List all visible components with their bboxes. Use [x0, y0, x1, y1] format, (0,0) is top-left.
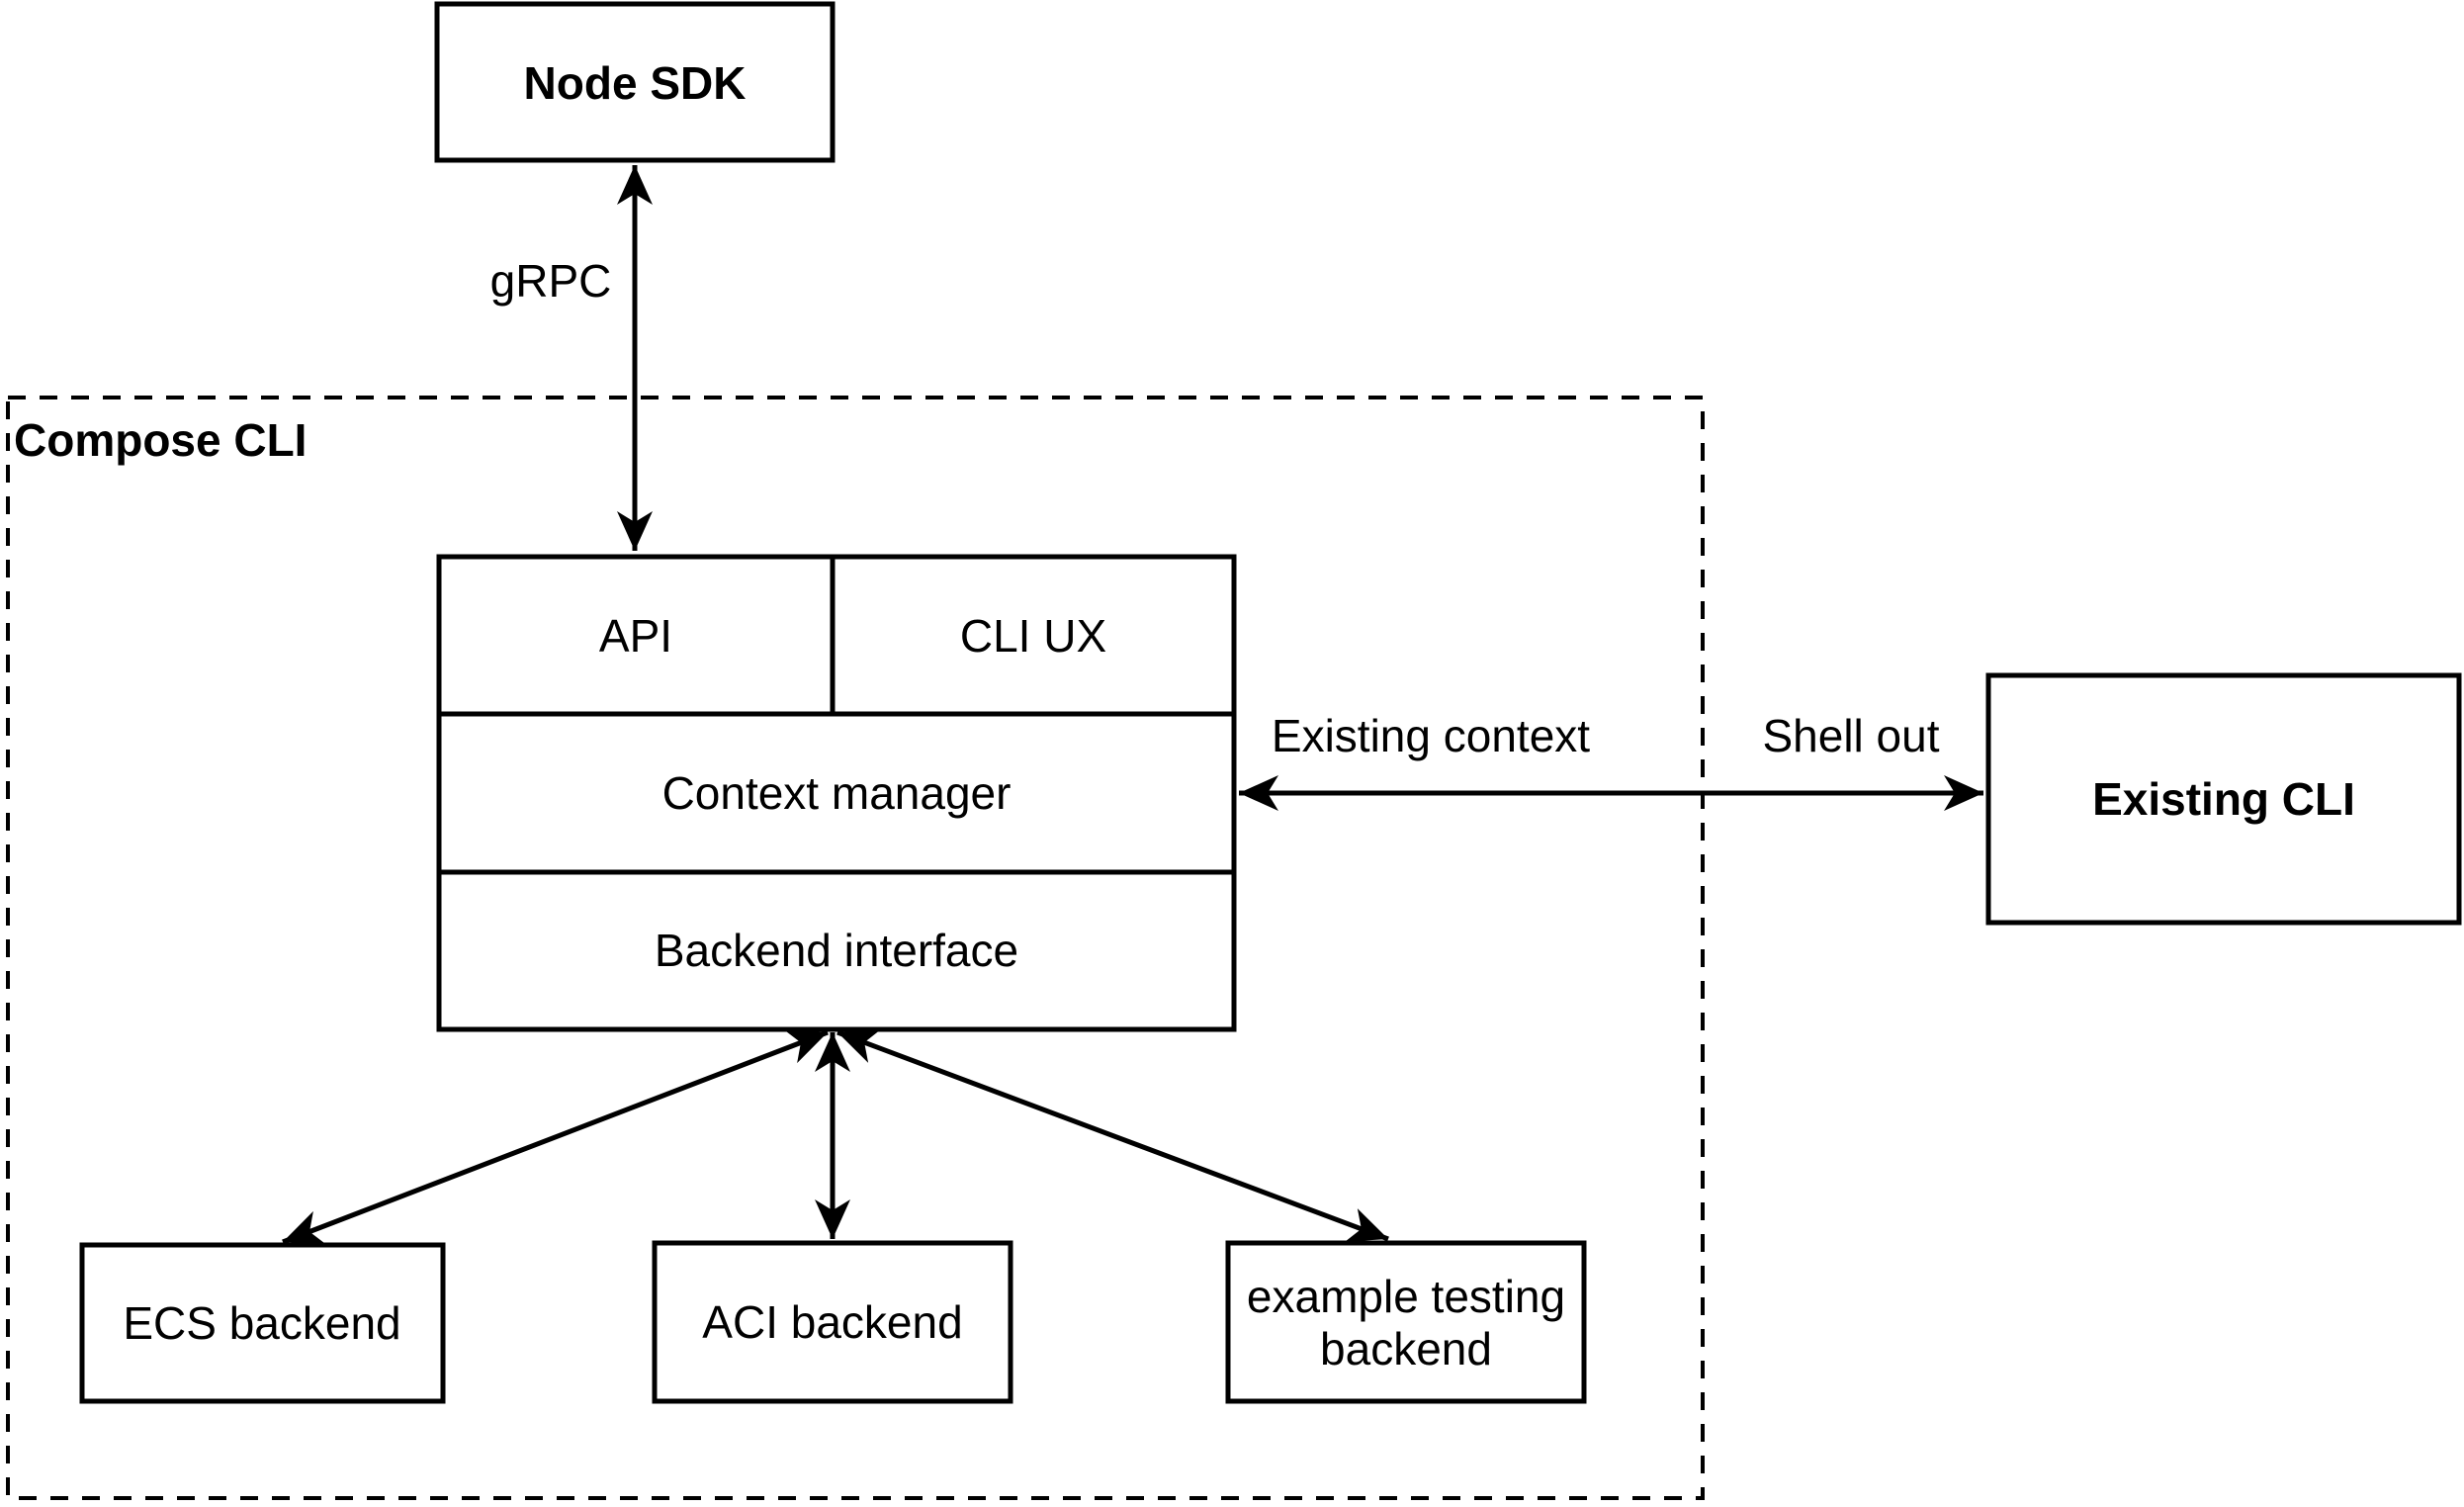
compose-cli-container: [6, 396, 1705, 1500]
aci-backend-label: ACI backend: [702, 1296, 962, 1348]
main-box: [436, 554, 1237, 1032]
existing-cli-box: [1985, 672, 2462, 926]
backend-to-ecs-edge: [282, 1029, 829, 1245]
ecs-backend-box: [79, 1242, 446, 1404]
ecs-backend-label: ECS backend: [123, 1297, 400, 1349]
node-sdk-label: Node SDK: [524, 57, 747, 109]
backend-interface-cell-label: Backend interface: [655, 925, 1018, 976]
api-cell-label: API: [599, 610, 672, 662]
compose-cli-label: Compose CLI: [14, 414, 307, 466]
existing-context-edge-label: Existing context: [1272, 710, 1590, 761]
backend-to-example-edge: [836, 1029, 1389, 1242]
example-testing-backend-label-line2: backend: [1320, 1323, 1492, 1374]
context-manager-cell-label: Context manager: [662, 767, 1012, 819]
grpc-edge-label: gRPC: [490, 255, 612, 307]
cli-ux-cell-label: CLI UX: [960, 610, 1106, 662]
shell-out-edge-label: Shell out: [1762, 710, 1939, 761]
aci-backend-box: [652, 1240, 1013, 1404]
example-testing-backend-label-line1: example testing: [1247, 1271, 1565, 1322]
existing-cli-label: Existing CLI: [2092, 773, 2355, 825]
example-testing-backend-box: [1225, 1240, 1587, 1404]
node-sdk-box: [434, 1, 836, 163]
